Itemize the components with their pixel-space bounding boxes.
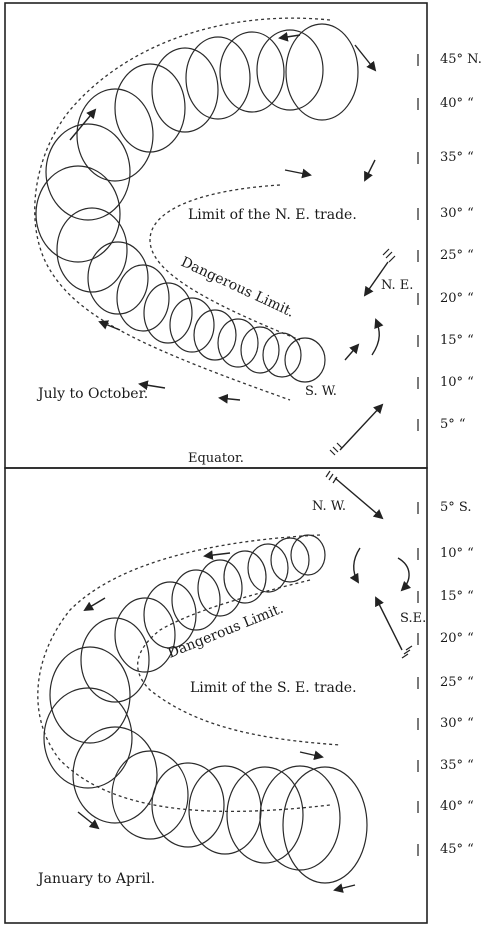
storm-loop xyxy=(152,48,218,132)
storm-loop xyxy=(218,319,258,367)
storm-loop xyxy=(115,64,185,152)
north-storm-loops xyxy=(36,24,358,382)
latitude-label: 10° “ xyxy=(440,375,474,390)
latitude-label: 35° “ xyxy=(440,758,474,773)
storm-loop xyxy=(286,24,358,120)
latitude-label: 20° “ xyxy=(440,631,474,646)
south-track-arrow xyxy=(398,558,409,590)
north-track-arrow xyxy=(345,345,358,360)
sw-wind-arrow xyxy=(330,405,382,455)
latitude-label: 45° “ xyxy=(440,842,474,857)
storm-loop xyxy=(144,283,192,343)
storm-loop xyxy=(260,766,340,870)
north-hemisphere-panel: Limit of the N. E. trade. Dangerous Limi… xyxy=(35,18,414,466)
latitude-label: 30° “ xyxy=(440,206,474,221)
north-track-arrow xyxy=(100,322,120,330)
storm-loop xyxy=(73,727,157,823)
storm-loop xyxy=(152,763,224,847)
latitude-label: 25° “ xyxy=(440,675,474,690)
south-track-arrow xyxy=(78,812,98,828)
latitude-label: 15° “ xyxy=(440,589,474,604)
ne-wind-label: N. E. xyxy=(381,278,413,293)
south-hemisphere-panel: Limit of the S. E. trade. Dangerous Limi… xyxy=(36,471,426,890)
sw-wind-label: S. W. xyxy=(305,384,337,399)
storm-loop xyxy=(271,538,309,582)
storm-loop xyxy=(50,647,130,743)
south-dangerous-limit xyxy=(138,580,340,745)
storm-loop xyxy=(257,30,323,110)
latitude-label: 5° “ xyxy=(440,417,466,432)
south-track-arrow xyxy=(335,885,355,890)
south-season-label: January to April. xyxy=(36,871,155,887)
south-track-arrow xyxy=(300,752,322,757)
storm-loop xyxy=(198,560,242,616)
north-track-arrow xyxy=(365,160,375,180)
latitude-label: 5° S. xyxy=(440,500,471,515)
storm-loop xyxy=(189,766,261,854)
storm-loop xyxy=(115,598,175,672)
latitude-label: 30° “ xyxy=(440,716,474,731)
storm-loop xyxy=(186,37,250,119)
storm-loop xyxy=(224,551,266,603)
north-track-arrow xyxy=(285,170,310,175)
north-limit-label: Limit of the N. E. trade. xyxy=(188,207,357,223)
north-dangerous-label: Dangerous Limit. xyxy=(178,254,296,321)
storm-loop xyxy=(227,767,303,863)
north-season-label: July to October. xyxy=(36,386,148,402)
storm-loop xyxy=(241,327,279,373)
equator-label: Equator. xyxy=(188,451,244,466)
south-track-arrow xyxy=(205,553,230,556)
storm-loop xyxy=(112,751,188,839)
latitude-label: 45° N. xyxy=(440,52,482,67)
north-track-arrow xyxy=(70,110,95,140)
latitude-label: 15° “ xyxy=(440,333,474,348)
south-dangerous-label: Dangerous Limit. xyxy=(166,601,286,662)
se-wind-label: S.E. xyxy=(400,611,426,626)
storm-loop xyxy=(283,767,367,883)
latitude-label: 10° “ xyxy=(440,546,474,561)
south-storm-loops xyxy=(44,535,367,883)
storm-loop xyxy=(57,208,127,292)
storm-loop xyxy=(194,310,236,360)
north-track-arrow xyxy=(220,398,240,400)
latitude-label: 35° “ xyxy=(440,150,474,165)
latitude-label: 40° “ xyxy=(440,799,474,814)
north-track-arrow xyxy=(372,320,379,355)
storm-loop xyxy=(220,32,284,112)
nw-wind-label: N. W. xyxy=(312,499,346,514)
latitude-label: 25° “ xyxy=(440,248,474,263)
latitude-label: 40° “ xyxy=(440,96,474,111)
storm-loop xyxy=(46,124,130,220)
south-track-arrow xyxy=(85,598,105,610)
latitude-label: 20° “ xyxy=(440,291,474,306)
se-wind-arrow xyxy=(376,598,412,658)
south-track-arrow xyxy=(354,548,360,582)
south-limit-label: Limit of the S. E. trade. xyxy=(190,680,357,696)
storm-loop xyxy=(285,338,325,382)
storm-loop xyxy=(248,544,288,592)
